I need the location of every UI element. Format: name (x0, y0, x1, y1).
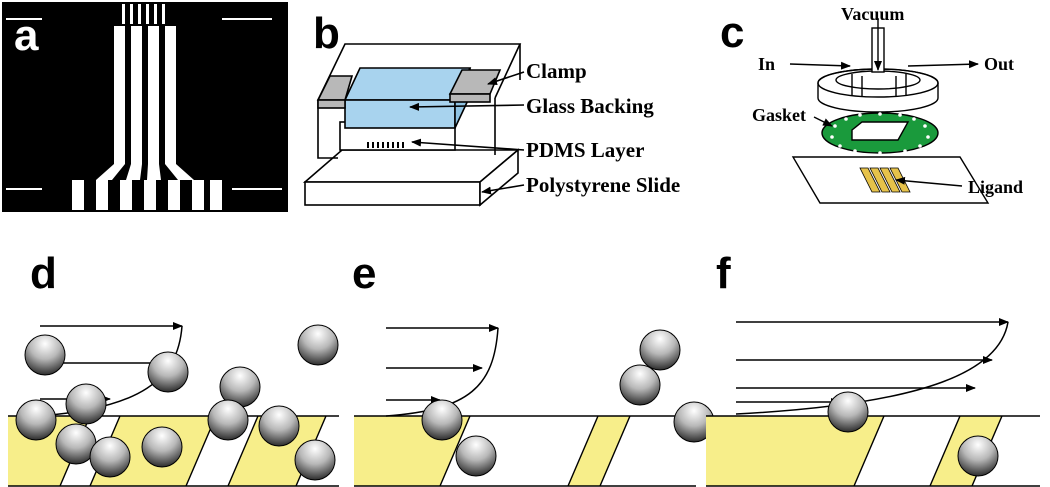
polystyrene-slide-label: Polystyrene Slide (526, 173, 680, 197)
panel-c (789, 18, 990, 204)
ligand-leader (895, 176, 963, 187)
polystyrene-slide-front (304, 181, 481, 206)
panel-label-a: a (14, 11, 39, 60)
panel-label-c: c (720, 8, 744, 57)
cell (639, 329, 681, 371)
cell (619, 364, 661, 406)
glass-backing-front (344, 99, 456, 129)
pdms-channels (367, 142, 404, 148)
panel-e: e (352, 249, 715, 487)
cell (421, 399, 463, 441)
cell (455, 435, 497, 477)
in-label: In (758, 54, 775, 74)
panel-d: d (8, 249, 339, 487)
glass-leader (409, 102, 525, 111)
mask-background (2, 2, 288, 212)
gasket-opening (851, 121, 910, 141)
panel-b (302, 43, 525, 207)
cell (294, 439, 336, 481)
out-label: Out (984, 54, 1014, 74)
pdms-layer-label: PDMS Layer (526, 138, 644, 162)
gasket-leader (813, 116, 833, 127)
out-arrow (907, 60, 979, 69)
cells-d (15, 324, 339, 481)
panel-label-e: e (352, 249, 376, 298)
cell (258, 405, 300, 447)
panel-label-f: f (716, 249, 731, 298)
clamp-label: Clamp (526, 59, 587, 83)
panel-label-d: d (30, 249, 57, 298)
electrode-pattern (6, 4, 282, 210)
cell (15, 399, 57, 441)
panel-f: f (706, 249, 1040, 487)
cell (957, 435, 999, 477)
flow-profile-e (385, 324, 499, 417)
ligand-label: Ligand (968, 177, 1023, 197)
cell (89, 436, 131, 478)
gasket-label: Gasket (752, 105, 806, 125)
glass-backing-label: Glass Backing (526, 94, 654, 118)
cell (147, 351, 189, 393)
cell (141, 426, 183, 468)
vacuum-label: Vacuum (841, 4, 904, 24)
cells-f (827, 391, 999, 477)
cell (827, 391, 869, 433)
slide-leader (481, 184, 525, 195)
cell (65, 383, 107, 425)
cell (207, 399, 249, 441)
gasket-holes (830, 112, 930, 155)
flow-profile-f (735, 318, 1009, 415)
panel-a: a (2, 2, 288, 212)
panel-label-b: b (313, 9, 340, 58)
pdms-leader (411, 138, 525, 151)
cell (24, 334, 66, 376)
cells-e (421, 329, 715, 477)
cell (297, 324, 339, 366)
in-arrow (789, 61, 851, 70)
clamp-leader (487, 71, 525, 85)
